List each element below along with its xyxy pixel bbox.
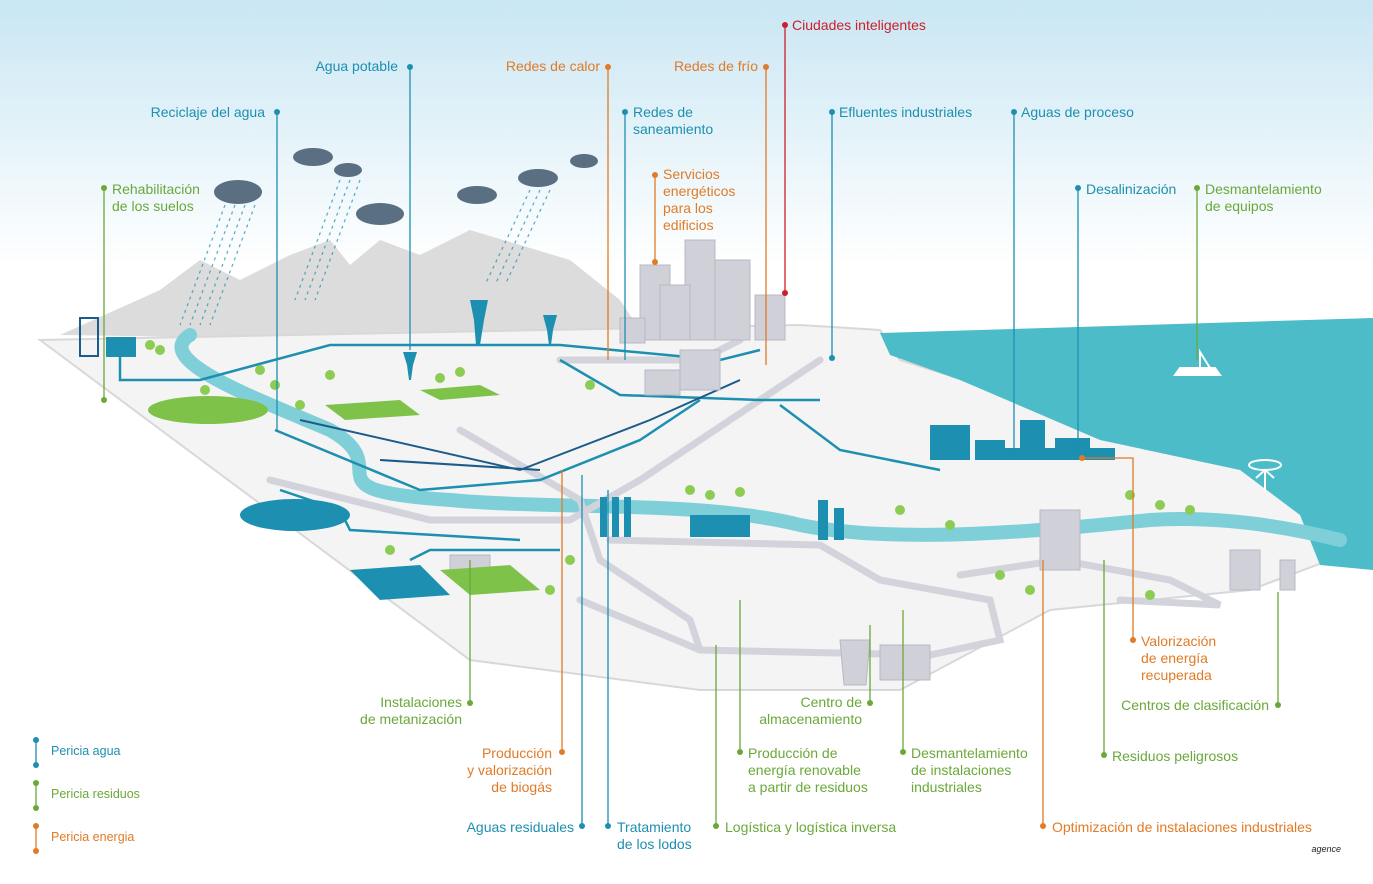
- label-logistica: Logística y logística inversa: [725, 819, 897, 835]
- label-residuos-peligrosos: Residuos peligrosos: [1112, 748, 1239, 764]
- label-agua-potable: Agua potable: [315, 58, 398, 74]
- label-efluentes-industriales: Efluentes industriales: [839, 104, 973, 120]
- fields: [148, 385, 540, 600]
- silos: [600, 497, 844, 540]
- label-aguas-residuales: Aguas residuales: [466, 819, 574, 835]
- sea: [880, 318, 1373, 570]
- legend-pericia-residuos: Pericia residuos: [51, 787, 140, 801]
- label-desmantelamiento-equipos: Desmantelamiento de equipos: [1205, 181, 1322, 214]
- label-ciudades-inteligentes: Ciudades inteligentes: [792, 17, 926, 33]
- label-reciclaje-del-agua: Reciclaje del agua: [150, 104, 265, 120]
- legend-markers: [33, 737, 39, 854]
- label-centro-almacenamiento: Centro de almacenamiento: [759, 694, 862, 727]
- legend-pericia-agua: Pericia agua: [51, 744, 121, 758]
- boat-icon: [1173, 348, 1222, 376]
- waste-plants: [449, 509, 1296, 686]
- label-valorizacion-energia: Valorización de energía recuperada: [1141, 633, 1217, 683]
- label-optimizacion-instalaciones: Optimización de instalaciones industrial…: [1052, 819, 1312, 835]
- clouds: [214, 148, 598, 225]
- label-rehabilitacion-suelos: Rehabilitación de los suelos: [112, 181, 200, 214]
- legend-pericia-energia: Pericia energia: [51, 830, 135, 844]
- leader-lines: [103, 25, 1279, 826]
- label-instalaciones-metanizacion: Instalaciones de metanización: [360, 694, 462, 727]
- rain: [179, 179, 551, 326]
- label-redes-de-calor: Redes de calor: [505, 58, 600, 74]
- label-desalinizacion: Desalinización: [1086, 181, 1177, 197]
- leader-dots: [101, 22, 1281, 829]
- city-buildings: [619, 239, 786, 396]
- label-redes-de-frio: Redes de frío: [673, 58, 758, 74]
- label-aguas-de-proceso: Aguas de proceso: [1021, 104, 1134, 120]
- label-tratamiento-lodos: Tratamiento de los lodos: [617, 819, 692, 852]
- label-centros-clasificacion: Centros de clasificación: [1121, 697, 1269, 713]
- dark-network: [299, 379, 741, 472]
- label-desmantelamiento-instalaciones: Desmantelamiento de instalaciones indust…: [911, 745, 1028, 795]
- label-servicios-energeticos: Servicios energéticos para los edificios: [663, 166, 736, 233]
- offshore-intake-icon: [1248, 459, 1282, 492]
- water-towers: [79, 300, 557, 380]
- label-produccion-energia-renovable: Producción de energía renovable a partir…: [748, 745, 868, 795]
- industrial-plant: [930, 420, 1115, 460]
- agency-logo: agence: [1311, 844, 1341, 854]
- label-redes-de-saneamiento: Redes de saneamiento: [633, 104, 714, 137]
- label-produccion-biogas: Producción y valorización de biogás: [467, 745, 552, 795]
